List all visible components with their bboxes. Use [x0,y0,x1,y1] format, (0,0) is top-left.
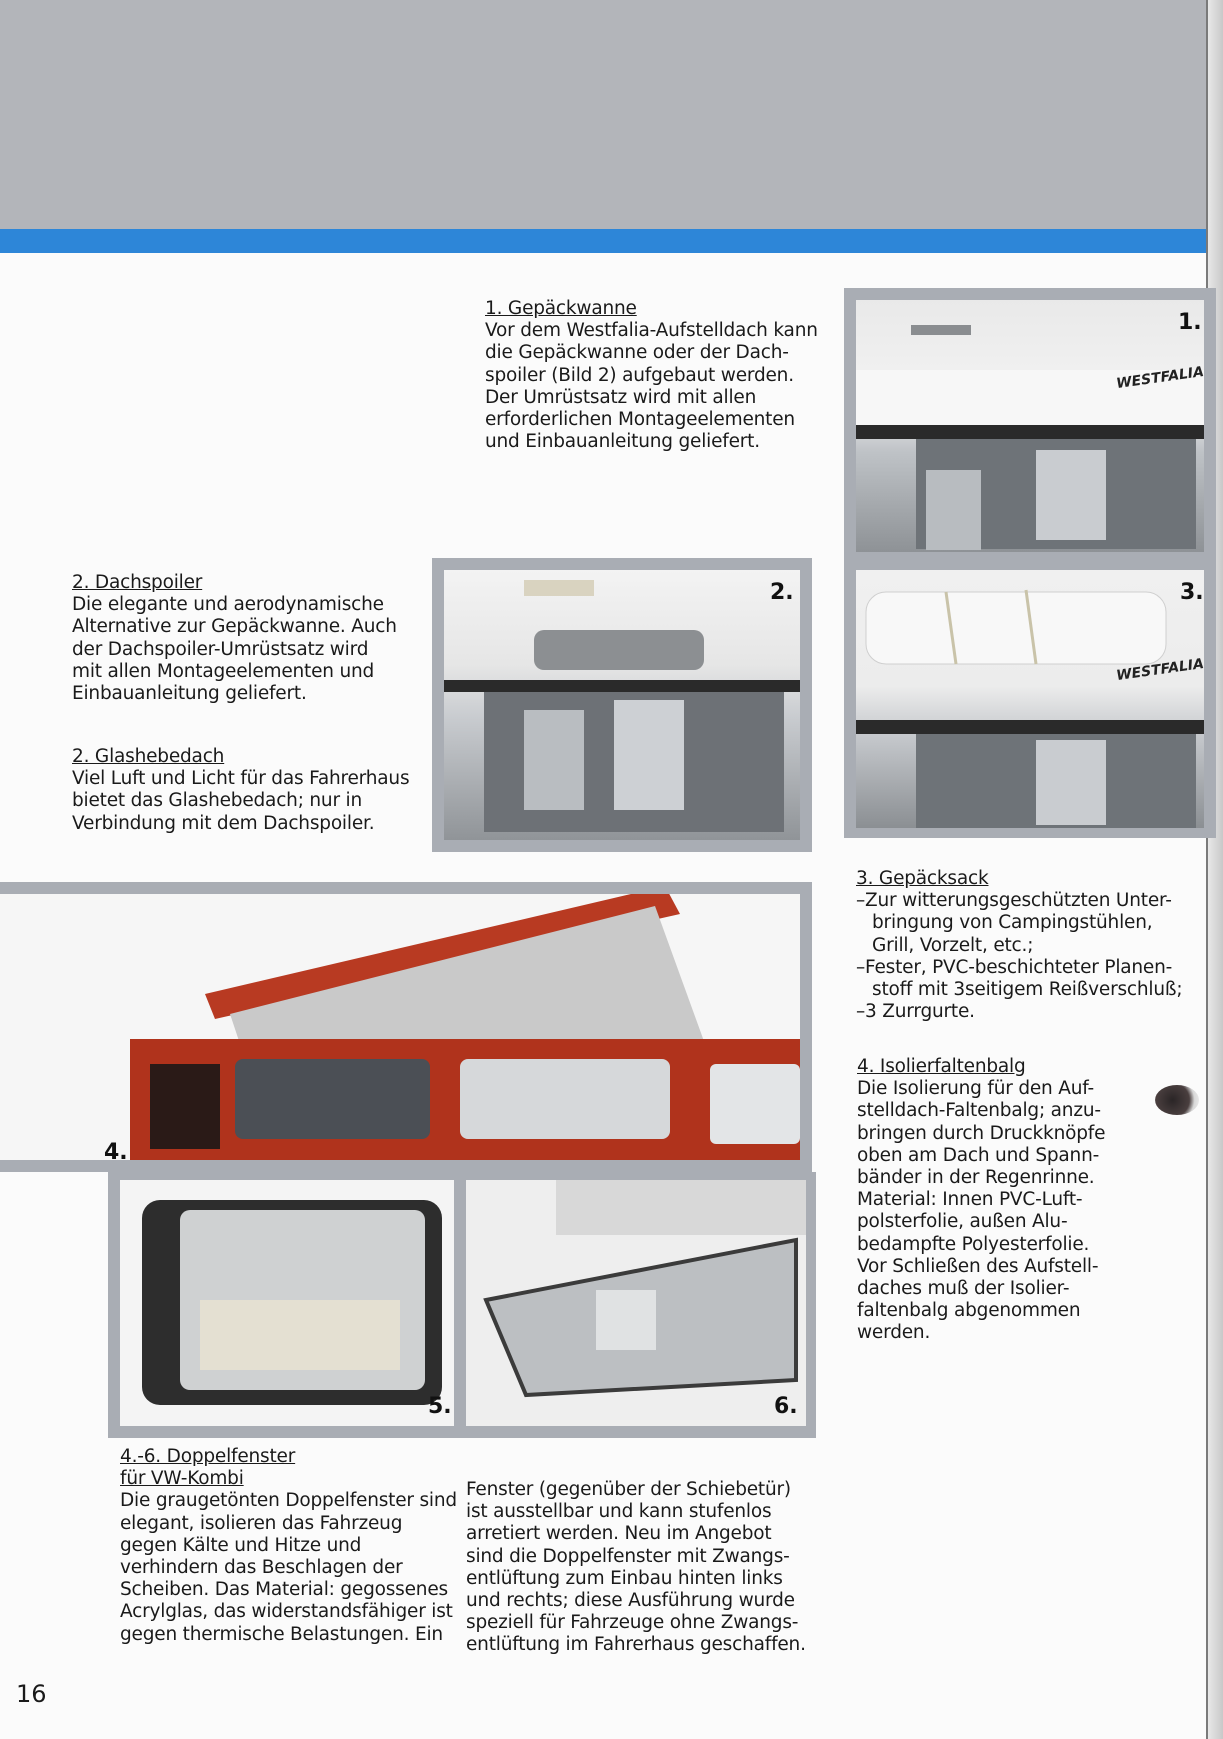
text-line: –Fester, PVC-beschichteter Planen- [856,956,1173,978]
page-edge [1208,0,1223,1739]
page-edge-line [1206,0,1208,1739]
photo-frame-4: 4. [0,882,812,1172]
text-line: Material: Innen PVC-Luft- [857,1189,1083,1211]
section-heading: 2. Dachspoiler [72,572,203,593]
header-band [0,0,1208,229]
photo-label-6: 6. [774,1394,798,1419]
page-number: 16 [16,1680,47,1708]
text-line: –Zur witterungsgeschützten Unter- [856,890,1172,912]
accent-stripe [0,229,1208,253]
window-illustration [142,1200,442,1405]
text-line: erforderlichen Montageelementen [485,409,795,431]
photo-frame-3: 3. WESTFALIA [844,562,1216,838]
photo-frame-1: 1. WESTFALIA [844,288,1216,562]
text-line: Viel Luft und Licht für das Fahrerhaus [72,768,410,790]
text-line: und Einbauanleitung geliefert. [485,431,760,453]
text-line: Verbindung mit dem Dachspoiler. [72,812,375,834]
text-line: gegen thermische Belastungen. Ein [120,1623,443,1645]
photo-frame-5-6: 5. 6. [108,1172,816,1438]
section-gepaeckwanne: 1. Gepäckwanne Vor dem Westfalia-Aufstel… [485,298,825,453]
text-line: bänder in der Regenrinne. [857,1167,1095,1189]
text-line: entlüftung im Fahrerhaus geschaffen. [466,1634,806,1656]
text-line: polsterfolie, außen Alu- [857,1211,1068,1233]
text-line: Einbauanleitung geliefert. [72,683,307,705]
section-gepaecksack: 3. Gepäcksack –Zur witterungsgeschützten… [856,868,1196,1023]
photo-label-1: 1. [1178,310,1202,335]
photo-frame-2: 2. [432,558,812,852]
text-line: die Gepäckwanne oder der Dach- [485,342,789,364]
section-heading: 2. Glashebedach [72,746,225,767]
section-heading: für VW-Kombi [120,1468,244,1490]
red-van-illustration [130,894,800,1160]
text-line: Fenster (gegenüber der Schiebetür) [466,1479,791,1500]
binder-hole [1155,1085,1199,1115]
roof-bag-illustration [856,589,1204,828]
photo-label-2: 2. [770,580,794,605]
text-line: oben am Dach und Spann- [857,1144,1100,1166]
text-line: stoff mit 3seitigem Reißverschluß; [872,979,1183,1001]
section-doppelfenster-col2: Fenster (gegenüber der Schiebetür) ist a… [466,1479,816,1657]
sunroof-illustration [444,580,800,832]
photo-doppelfenster-ausgestellt [466,1180,806,1426]
text-line: Vor Schließen des Aufstell- [857,1255,1099,1277]
text-line: ist ausstellbar und kann stufenlos [466,1501,772,1523]
text-line: Die elegante und aerodynamische [72,594,384,616]
open-window-illustration [483,1180,806,1398]
text-line: faltenbalg abgenommen [857,1300,1081,1322]
section-heading: 1. Gepäckwanne [485,298,637,319]
text-line: sind die Doppelfenster mit Zwangs- [466,1545,790,1567]
text-line: Der Umrüstsatz wird mit allen [485,386,757,408]
text-line: stelldach-Faltenbalg; anzu- [857,1100,1101,1122]
section-dachspoiler: 2. Dachspoiler Die elegante und aerodyna… [72,572,412,705]
text-line: arretiert werden. Neu im Angebot [466,1523,772,1545]
text-line: Acrylglas, das widerstandsfähiger ist [120,1601,453,1623]
photo-doppelfenster-innen [120,1180,454,1426]
photo-isolierfaltenbalg [0,894,800,1160]
text-line: spoiler (Bild 2) aufgebaut werden. [485,364,794,386]
text-line: werden. [857,1322,931,1344]
text-line: mit allen Montageelementen und [72,660,375,682]
text-line: Die Isolierung für den Auf- [857,1078,1095,1100]
text-line: Scheiben. Das Material: gegossenes [120,1579,448,1601]
text-line: Alternative zur Gepäckwanne. Auch [72,616,397,638]
photo-label-5: 5. [428,1394,452,1419]
photo-label-4: 4. [104,1140,128,1165]
section-glashebedach: 2. Glashebedach Viel Luft und Licht für … [72,746,412,835]
text-line: bringung von Campingstühlen, [872,912,1153,934]
text-line: Vor dem Westfalia-Aufstelldach kann [485,320,818,342]
photo-label-3: 3. [1180,580,1204,605]
text-line: bringen durch Druckknöpfe [857,1122,1106,1144]
text-line: und rechts; diese Ausführung wurde [466,1590,795,1612]
section-isolierfaltenbalg: 4. Isolierfaltenbalg Die Isolierung für … [857,1056,1137,1345]
text-line: bietet das Glashebedach; nur in [72,790,363,812]
text-line: elegant, isolieren das Fahrzeug [120,1512,403,1534]
section-doppelfenster: 4.-6. Doppelfenster für VW-Kombi Die gra… [120,1446,460,1646]
text-line: entlüftung zum Einbau hinten links [466,1567,783,1589]
text-line: Grill, Vorzelt, etc.; [872,934,1034,956]
photo-gepaecksack [856,570,1204,828]
text-line: der Dachspoiler-Umrüstsatz wird [72,638,369,660]
text-line: bedampfte Polyesterfolie. [857,1233,1090,1255]
section-heading: 3. Gepäcksack [856,868,989,889]
text-line: daches muß der Isolier- [857,1278,1070,1300]
photo-dachspoiler [444,570,800,840]
section-heading: 4. Isolierfaltenbalg [857,1056,1026,1077]
text-line: verhindern das Beschlagen der [120,1557,403,1579]
text-line: speziell für Fahrzeuge ohne Zwangs- [466,1612,799,1634]
text-line: Die graugetönten Doppelfenster sind [120,1490,457,1512]
photo-gepaeckwanne [856,300,1204,552]
text-line: gegen Kälte und Hitze und [120,1534,362,1556]
van-roof-illustration [856,325,1204,550]
section-heading: 4.-6. Doppelfenster [120,1446,296,1467]
text-line: –3 Zurrgurte. [856,1001,975,1023]
